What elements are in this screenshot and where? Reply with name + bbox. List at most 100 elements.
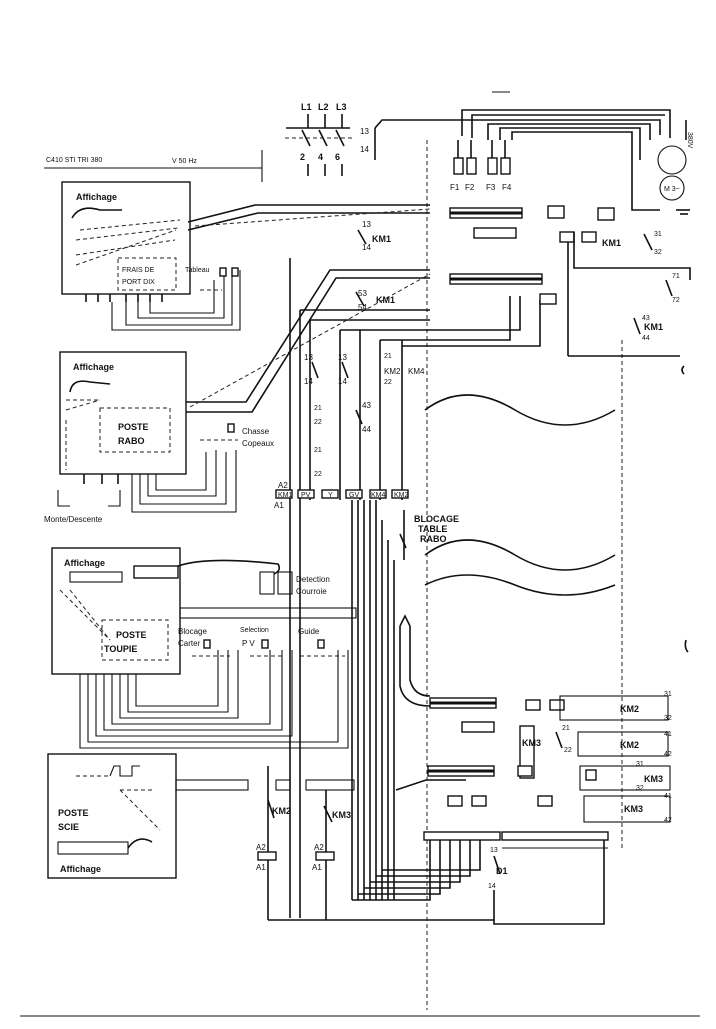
coil-km4 [369,489,387,499]
panel-port-dix-title-2: PORT DIX [122,279,155,286]
fuse-f3-label: F3 [486,183,496,192]
panel-rabo-title-2: RABO [118,436,145,446]
fuse-f4 [500,157,511,175]
aux-14: 14 [360,145,369,154]
svg-text:14: 14 [304,377,313,386]
panel-toupie-display: Affichage [64,558,105,568]
coil-km1-label: KM1 [278,492,293,499]
detection-courroie-1: Detection [296,575,330,584]
detection-courroie-2: Courroie [296,587,327,596]
coil-gv [345,489,363,499]
svg-text:21: 21 [314,405,322,412]
terminal-6: 6 [335,152,340,162]
blocage-table-3: RABO [420,534,447,544]
contact-32-a: 32 [654,249,662,256]
svg-text:A2: A2 [314,843,324,852]
panel-port-dix-switch: Tableau [185,267,210,274]
conduit [395,614,466,791]
panel-port-dix-display: Affichage [76,192,117,202]
fuse-f1-label: F1 [450,183,460,192]
fuse-f1 [453,157,464,175]
coil-a1: A1 [274,501,284,510]
coil-km2 [391,489,409,499]
panel-toupie: Affichage POSTE TOUPIE Detection Courroi… [51,547,357,749]
relays-bottom: KM2 31 32 KM3 21 22 KM2 41 42 KM3 31 32 … [352,691,672,925]
panel-scie-title-1: POSTE [58,808,89,818]
cable-harness-1 [187,204,523,231]
km2-coil-contact: KM2 [272,806,291,816]
contact-31-b: 31 [664,691,672,698]
motor-symbol [657,145,687,175]
contact-54: 54 [358,303,367,312]
panel-scie-display: Affichage [60,864,101,874]
km3-a: KM3 [522,738,541,748]
contact-42-b: 42 [664,817,672,824]
margin-mark-2 [684,639,689,653]
cable-harness-2 [186,269,543,413]
blocage-table-1: BLOCAGE [414,514,459,524]
coil-gv-label: GV [349,492,359,499]
coil-pv [297,489,315,499]
panel-scie: POSTE SCIE Affichage [47,753,355,879]
svg-text:380V: 380V [686,132,693,149]
coil-km2-bottom [257,851,277,861]
phase-l3: L3 [336,102,347,112]
selection-label: Selection [240,627,269,634]
panel-scie-frame [47,753,177,879]
display-cable [71,207,122,219]
svg-text:22: 22 [314,471,322,478]
svg-text:13: 13 [490,847,498,854]
svg-text:14: 14 [488,883,496,890]
toupie-cable [177,559,281,575]
svg-text:13: 13 [304,353,313,362]
panel-rabo-title-1: POSTE [118,422,149,432]
km1-right: KM1 [602,238,621,248]
fuse-f2 [466,157,477,175]
contact-21: 21 [562,725,570,732]
contact-32-b: 32 [664,715,672,722]
coil-km3-bottom [315,851,335,861]
contact-72: 72 [672,297,680,304]
main-supply: L1 L2 L3 2 4 6 13 14 [285,102,376,176]
km1-aux: KM1 [644,322,663,332]
fuse-f4-label: F4 [502,183,512,192]
fuse-block: F1 F2 F3 F4 [450,140,512,192]
km2-a: KM2 [620,704,639,714]
motor-bus: M 3~ 380V [374,91,693,215]
svg-text:14: 14 [338,377,347,386]
panel-rabo-frame [59,351,187,475]
panel-port-dix: Affichage FRAIS DE PORT DIX Tableau [61,181,241,331]
coil-km1 [275,489,293,499]
d1-label: D1 [496,866,508,876]
panel-toupie-title-1: POSTE [116,630,147,640]
km1-mid: KM1 [376,295,395,305]
svg-text:13: 13 [338,353,347,362]
panel-toupie-title-2: TOUPIE [104,644,137,654]
coil-km2-label: KM2 [394,492,409,499]
panel-port-dix-frame [61,181,191,295]
bottom-coils: KM2 A2 A1 KM3 A2 A1 [256,766,494,921]
contact-42-a: 42 [664,751,672,758]
svg-text:22: 22 [384,379,392,386]
display-cable-rabo [69,380,111,393]
contact-71: 71 [672,273,680,280]
contact-53: 53 [358,289,367,298]
relays-top: KM1 31 32 71 72 43 44 KM1 [473,205,691,357]
contact-41-b: 41 [664,793,672,800]
panel-port-dix-title-1: FRAIS DE [122,267,155,274]
svg-text:A1: A1 [256,863,266,872]
control-ladder: 13 14 KM1 53 54 KM1 13 14 13 14 21 22 21… [274,220,541,918]
panel-scie-title-2: SCIE [58,822,79,832]
contact-43: 43 [362,401,371,410]
km3-coil-contact: KM3 [332,810,351,820]
svg-text:KM2: KM2 [384,367,401,376]
monte-descente: Monte/Descente [44,515,103,524]
coil-pv-label: PV [301,492,311,499]
chasse-copeaux-1: Chasse [242,427,270,436]
aux-13: 13 [360,127,369,136]
phase-l1: L1 [301,102,312,112]
motor-label: M 3~ [664,186,680,193]
km3-b: KM3 [644,774,663,784]
coil-y-label: Y [328,492,333,499]
